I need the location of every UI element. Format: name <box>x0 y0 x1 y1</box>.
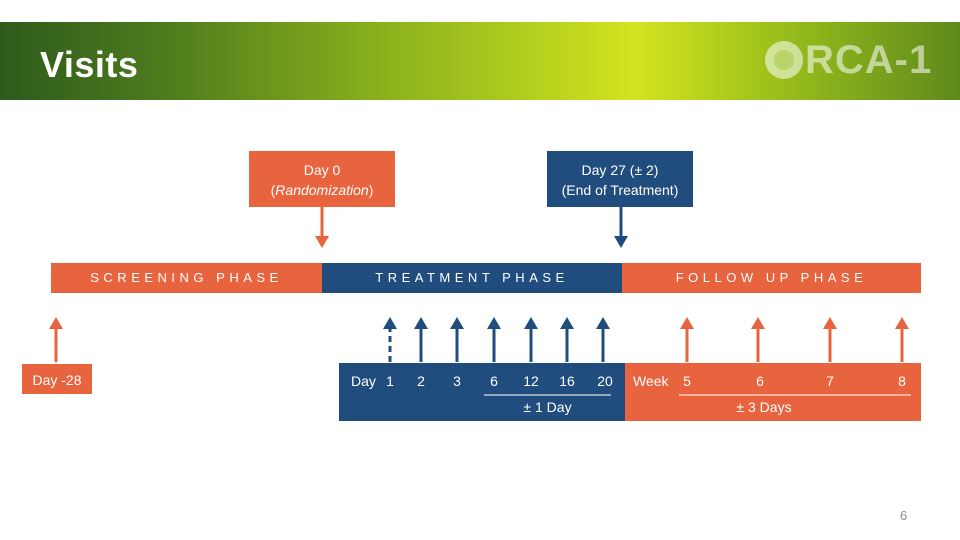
week-label-7: 7 <box>826 373 834 389</box>
logo-text: RCA-1 <box>805 37 933 82</box>
day12-visit-arrow-head <box>524 317 538 329</box>
day0-callout-title: Day 0 <box>303 162 341 178</box>
followup-visits-box <box>625 363 921 421</box>
day0-arrow-head <box>315 236 329 248</box>
day0-callout-subtitle: (Randomization) <box>270 182 374 198</box>
day27-callout-box <box>547 151 693 207</box>
day1-visit-arrow-head <box>383 317 397 329</box>
screening-visit-label: Day -28 <box>32 372 82 388</box>
day-label-2: 2 <box>417 373 425 389</box>
day27-callout-title: Day 27 (± 2) <box>581 162 659 178</box>
screening-phase-bar <box>51 263 322 293</box>
week8-visit-arrow-head <box>895 317 909 329</box>
treatment-unit-label: Day <box>351 373 376 389</box>
day20-visit-arrow-head <box>596 317 610 329</box>
followup-phase-bar <box>622 263 921 293</box>
treatment-phase-label: TREATMENT PHASE <box>375 270 569 285</box>
week-label-6: 6 <box>756 373 764 389</box>
screening-visit-box <box>22 364 92 394</box>
week5-visit-arrow-head <box>680 317 694 329</box>
day-label-16: 16 <box>559 373 575 389</box>
day-label-12: 12 <box>523 373 539 389</box>
day-label-3: 3 <box>453 373 461 389</box>
day16-visit-arrow-head <box>560 317 574 329</box>
week6-visit-arrow-head <box>751 317 765 329</box>
day27-arrow-head <box>614 236 628 248</box>
day0-callout: Day 0 (Randomization) <box>249 160 395 200</box>
screening-phase-label: SCREENING PHASE <box>90 270 283 285</box>
followup-phase-label: FOLLOW UP PHASE <box>675 270 868 285</box>
day6-visit-arrow-head <box>487 317 501 329</box>
treatment-phase-bar <box>322 263 622 293</box>
week-label-8: 8 <box>898 373 906 389</box>
week-label-5: 5 <box>683 373 691 389</box>
page-number: 6 <box>900 508 908 523</box>
screening-visit-arrow-head <box>49 317 63 329</box>
day27-callout-subtitle: (End of Treatment) <box>561 182 679 198</box>
day-label-1: 1 <box>386 373 394 389</box>
week7-visit-arrow-head <box>823 317 837 329</box>
slide-title: Visits <box>40 44 139 85</box>
orca-logo: RCA-1 <box>765 38 932 82</box>
treatment-window-label: ± 1 Day <box>523 399 572 415</box>
day2-visit-arrow-head <box>414 317 428 329</box>
day27-callout: Day 27 (± 2) (End of Treatment) <box>547 160 693 200</box>
day-label-6: 6 <box>490 373 498 389</box>
day-label-20: 20 <box>597 373 613 389</box>
day0-callout-box <box>249 151 395 207</box>
day3-visit-arrow-head <box>450 317 464 329</box>
orca-logo-icon <box>765 41 803 79</box>
treatment-visits-box <box>339 363 625 421</box>
followup-unit-label: Week <box>633 373 669 389</box>
followup-window-label: ± 3 Days <box>736 399 792 415</box>
